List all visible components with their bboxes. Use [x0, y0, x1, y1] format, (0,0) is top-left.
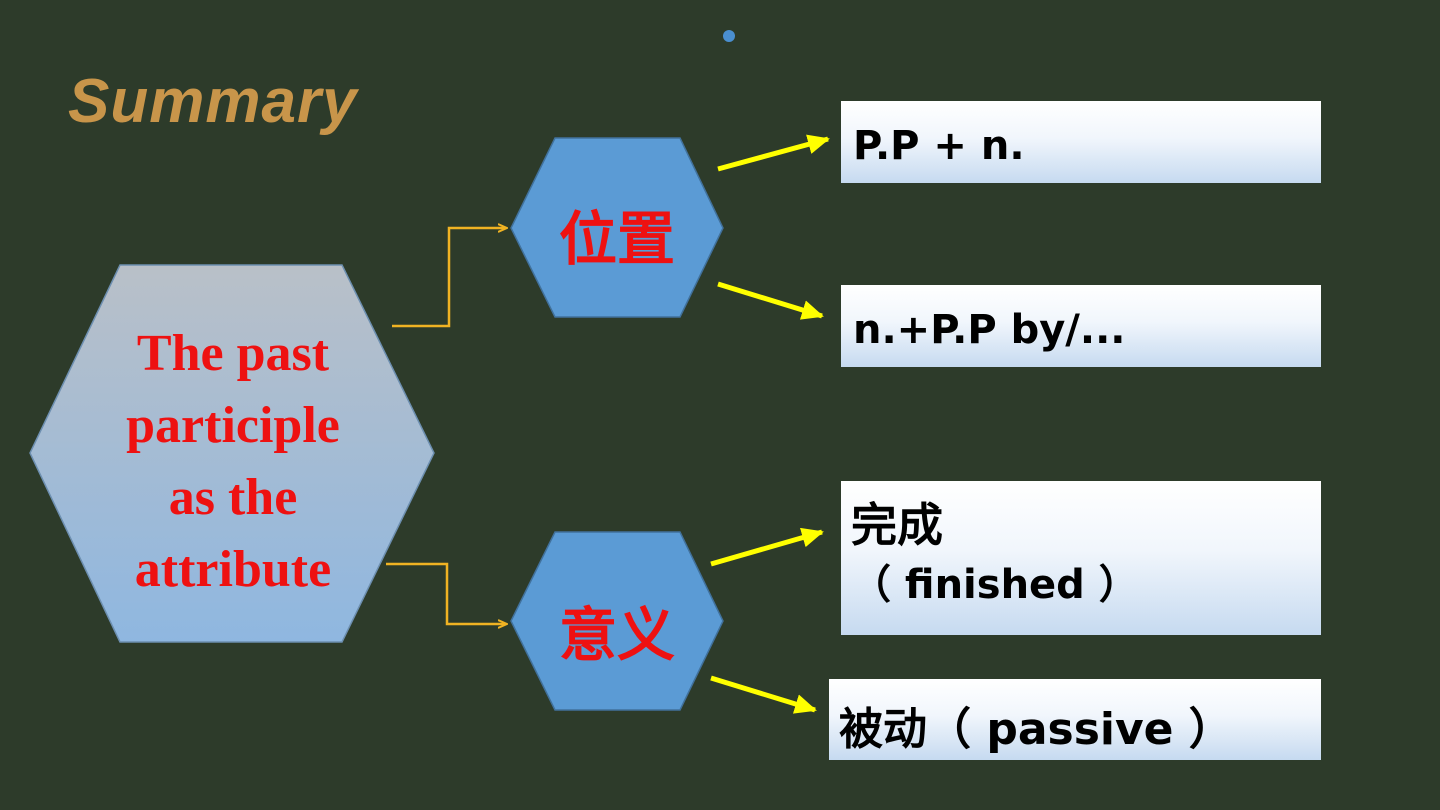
center-label-line: The past: [136, 325, 330, 382]
box-postmodifier: n.+P.P by/...: [841, 285, 1321, 367]
slide-title: Summary: [68, 67, 358, 136]
box-finished: 完成 （ finished ）: [841, 481, 1321, 635]
meaning-label: 意义: [558, 601, 675, 669]
box-text: 完成: [851, 498, 943, 552]
center-label-line: as the: [168, 469, 298, 526]
position-hexagon: [510, 137, 724, 318]
meaning-hexagon: [510, 531, 724, 711]
box-text: （ finished ）: [851, 562, 1139, 608]
box-passive: 被动（ passive ）: [829, 679, 1321, 760]
arrow-to-box-2: [717, 281, 824, 320]
center-label-line: participle: [126, 397, 340, 454]
arrow-to-box-3: [710, 527, 824, 567]
box-text: P.P + n.: [853, 123, 1025, 169]
position-label: 位置: [558, 205, 675, 273]
center-label: The past participle as the attribute: [60, 318, 406, 606]
arrow-to-box-4: [710, 675, 817, 714]
decorative-dot: [723, 30, 735, 42]
center-label-line: attribute: [134, 541, 332, 598]
box-text: 被动（ passive ）: [839, 704, 1233, 755]
box-text: n.+P.P by/...: [853, 307, 1126, 353]
connector-to-position: [392, 228, 506, 328]
connector-to-meaning: [386, 562, 506, 624]
arrow-to-box-1: [717, 134, 830, 172]
center-hexagon: [29, 264, 435, 643]
box-premodifier: P.P + n.: [841, 101, 1321, 183]
